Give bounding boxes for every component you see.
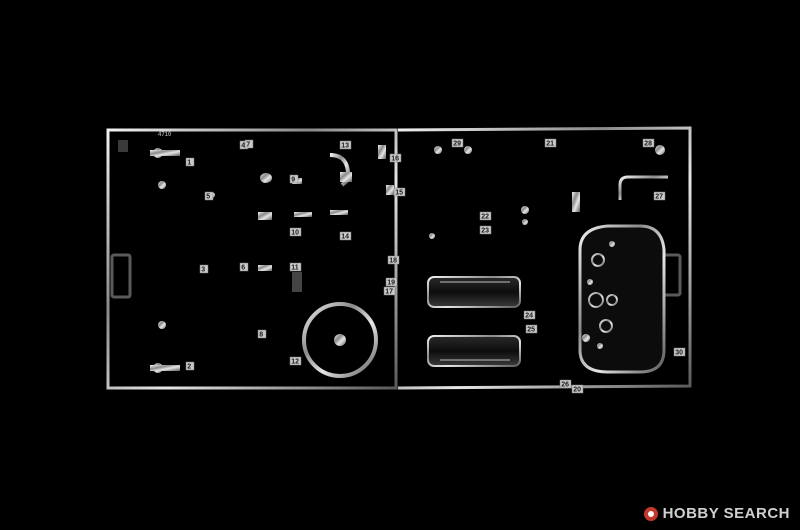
part-number-tag xyxy=(559,379,572,389)
sprue-tab xyxy=(118,140,128,152)
part-number-label: 15 xyxy=(395,190,403,197)
part-number-label: 11 xyxy=(291,265,299,272)
dashboard-panel xyxy=(578,224,666,374)
part-number-label: 27 xyxy=(655,194,663,201)
part-number-tag xyxy=(185,157,195,167)
part-number-label: 28 xyxy=(644,141,652,148)
part-number-label: 5 xyxy=(206,194,210,201)
part-number-label: 3 xyxy=(201,267,205,274)
part-number-label: 20 xyxy=(573,387,581,394)
part-number-tag xyxy=(642,138,655,148)
part-number-tag xyxy=(387,255,400,265)
part-number-label: 8 xyxy=(259,332,263,339)
part-number-tag xyxy=(289,262,302,272)
part-number-label: 9 xyxy=(291,177,295,184)
part-number-label: 10 xyxy=(291,230,299,237)
part-number-tag xyxy=(673,347,686,357)
part-number-tag xyxy=(199,264,209,274)
part-number-tag xyxy=(239,262,249,272)
part-number-tag xyxy=(385,277,398,287)
fender-parts xyxy=(427,276,521,367)
part-number-tag xyxy=(571,384,584,394)
part-number-label: 18 xyxy=(389,258,397,265)
part-number-label: 16 xyxy=(391,156,399,163)
small-part xyxy=(378,145,386,159)
part-number-label: 1 xyxy=(187,160,191,167)
part-number-label: 19 xyxy=(387,280,395,287)
part-number-label: 23 xyxy=(481,228,489,235)
part-number-label: 22 xyxy=(481,214,489,221)
lever-part xyxy=(150,365,180,371)
part-number-label: 17 xyxy=(385,289,393,296)
lever-part xyxy=(150,150,180,156)
part-number-label: 7 xyxy=(246,142,250,149)
part-number-tag xyxy=(479,211,492,221)
part-number-label: 4 xyxy=(241,143,245,150)
part-number-label: 29 xyxy=(453,141,461,148)
part-number-tag xyxy=(339,231,352,241)
part-number-tag xyxy=(393,187,406,197)
part-number-label: 14 xyxy=(341,234,349,241)
part-number-tag xyxy=(479,225,492,235)
linkage-ends xyxy=(429,145,665,239)
part-number-tag xyxy=(389,153,402,163)
part-number-label: 30 xyxy=(675,350,683,357)
part-number-tag xyxy=(289,227,302,237)
part-number-tag xyxy=(653,191,666,201)
part-number-tag xyxy=(339,140,352,150)
part-number-tag xyxy=(289,174,299,184)
part-number-label: 26 xyxy=(561,382,569,389)
part-number-tag xyxy=(204,191,214,201)
part-number-label: 25 xyxy=(527,327,535,334)
crank-part xyxy=(340,172,352,182)
part-number-tag xyxy=(244,139,254,149)
watermark-text: HOBBY SEARCH xyxy=(662,505,790,522)
part-number-label: 21 xyxy=(546,141,554,148)
small-part xyxy=(386,185,394,195)
part-number-label: 2 xyxy=(187,364,191,371)
part-number-label: 13 xyxy=(341,143,349,150)
hobbysearch-logo-icon xyxy=(643,506,658,521)
part-number-label: 24 xyxy=(525,313,533,320)
part-number-tag xyxy=(525,324,538,334)
linkage-parts xyxy=(420,148,680,238)
part-number-tag xyxy=(523,310,536,320)
part-number-tag xyxy=(289,356,302,366)
part-number-tag xyxy=(544,138,557,148)
pedal-part xyxy=(330,210,348,215)
part-number-label: 6 xyxy=(241,265,245,272)
sprue-runners xyxy=(120,130,690,386)
part-number-tags: 1234567891011121314151617181920212223242… xyxy=(158,132,686,394)
kit-code-label: 4710 xyxy=(158,132,172,138)
part-number-tag xyxy=(451,138,464,148)
part-number-tag xyxy=(257,329,267,339)
part-number-tag xyxy=(383,286,396,296)
rod-parts xyxy=(160,178,267,372)
part-number-label: 12 xyxy=(291,359,299,366)
part-number-tag xyxy=(185,361,195,371)
steering-wheel xyxy=(302,302,378,378)
watermark: HOBBY SEARCH xyxy=(643,505,790,522)
